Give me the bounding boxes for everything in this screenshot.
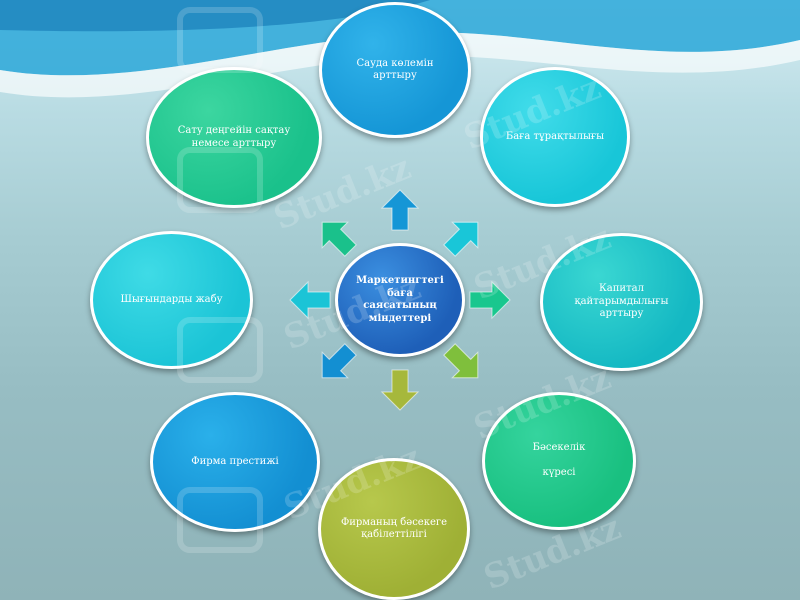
node-bottom-left: Фирма престижі (150, 392, 320, 532)
arrow-bottom (380, 369, 420, 411)
node-left: Шығындарды жабу (90, 231, 253, 369)
arrow-top (380, 189, 420, 231)
node-top: Сауда көлемін арттыру (319, 2, 471, 138)
arrow-right (469, 280, 511, 320)
arrow-top-right (443, 221, 479, 257)
node-bottom-right: Бәсекелік күресі (482, 392, 636, 530)
node-top-right: Баға тұрақтылығы (480, 67, 630, 207)
node-top-left: Сату деңгейін сақтау немесе арттыру (146, 67, 322, 208)
arrow-left (289, 280, 331, 320)
arrow-bottom-left (321, 343, 357, 379)
arrow-top-left (321, 221, 357, 257)
arrow-bottom-right (443, 343, 479, 379)
node-bottom: Фирманың бәсекеге қабілеттілігі (318, 458, 470, 600)
center-node: Маркетингтегі баға саясатының міндеттері (335, 243, 465, 357)
node-right: Капитал қайтарымдылығы арттыру (540, 233, 703, 371)
